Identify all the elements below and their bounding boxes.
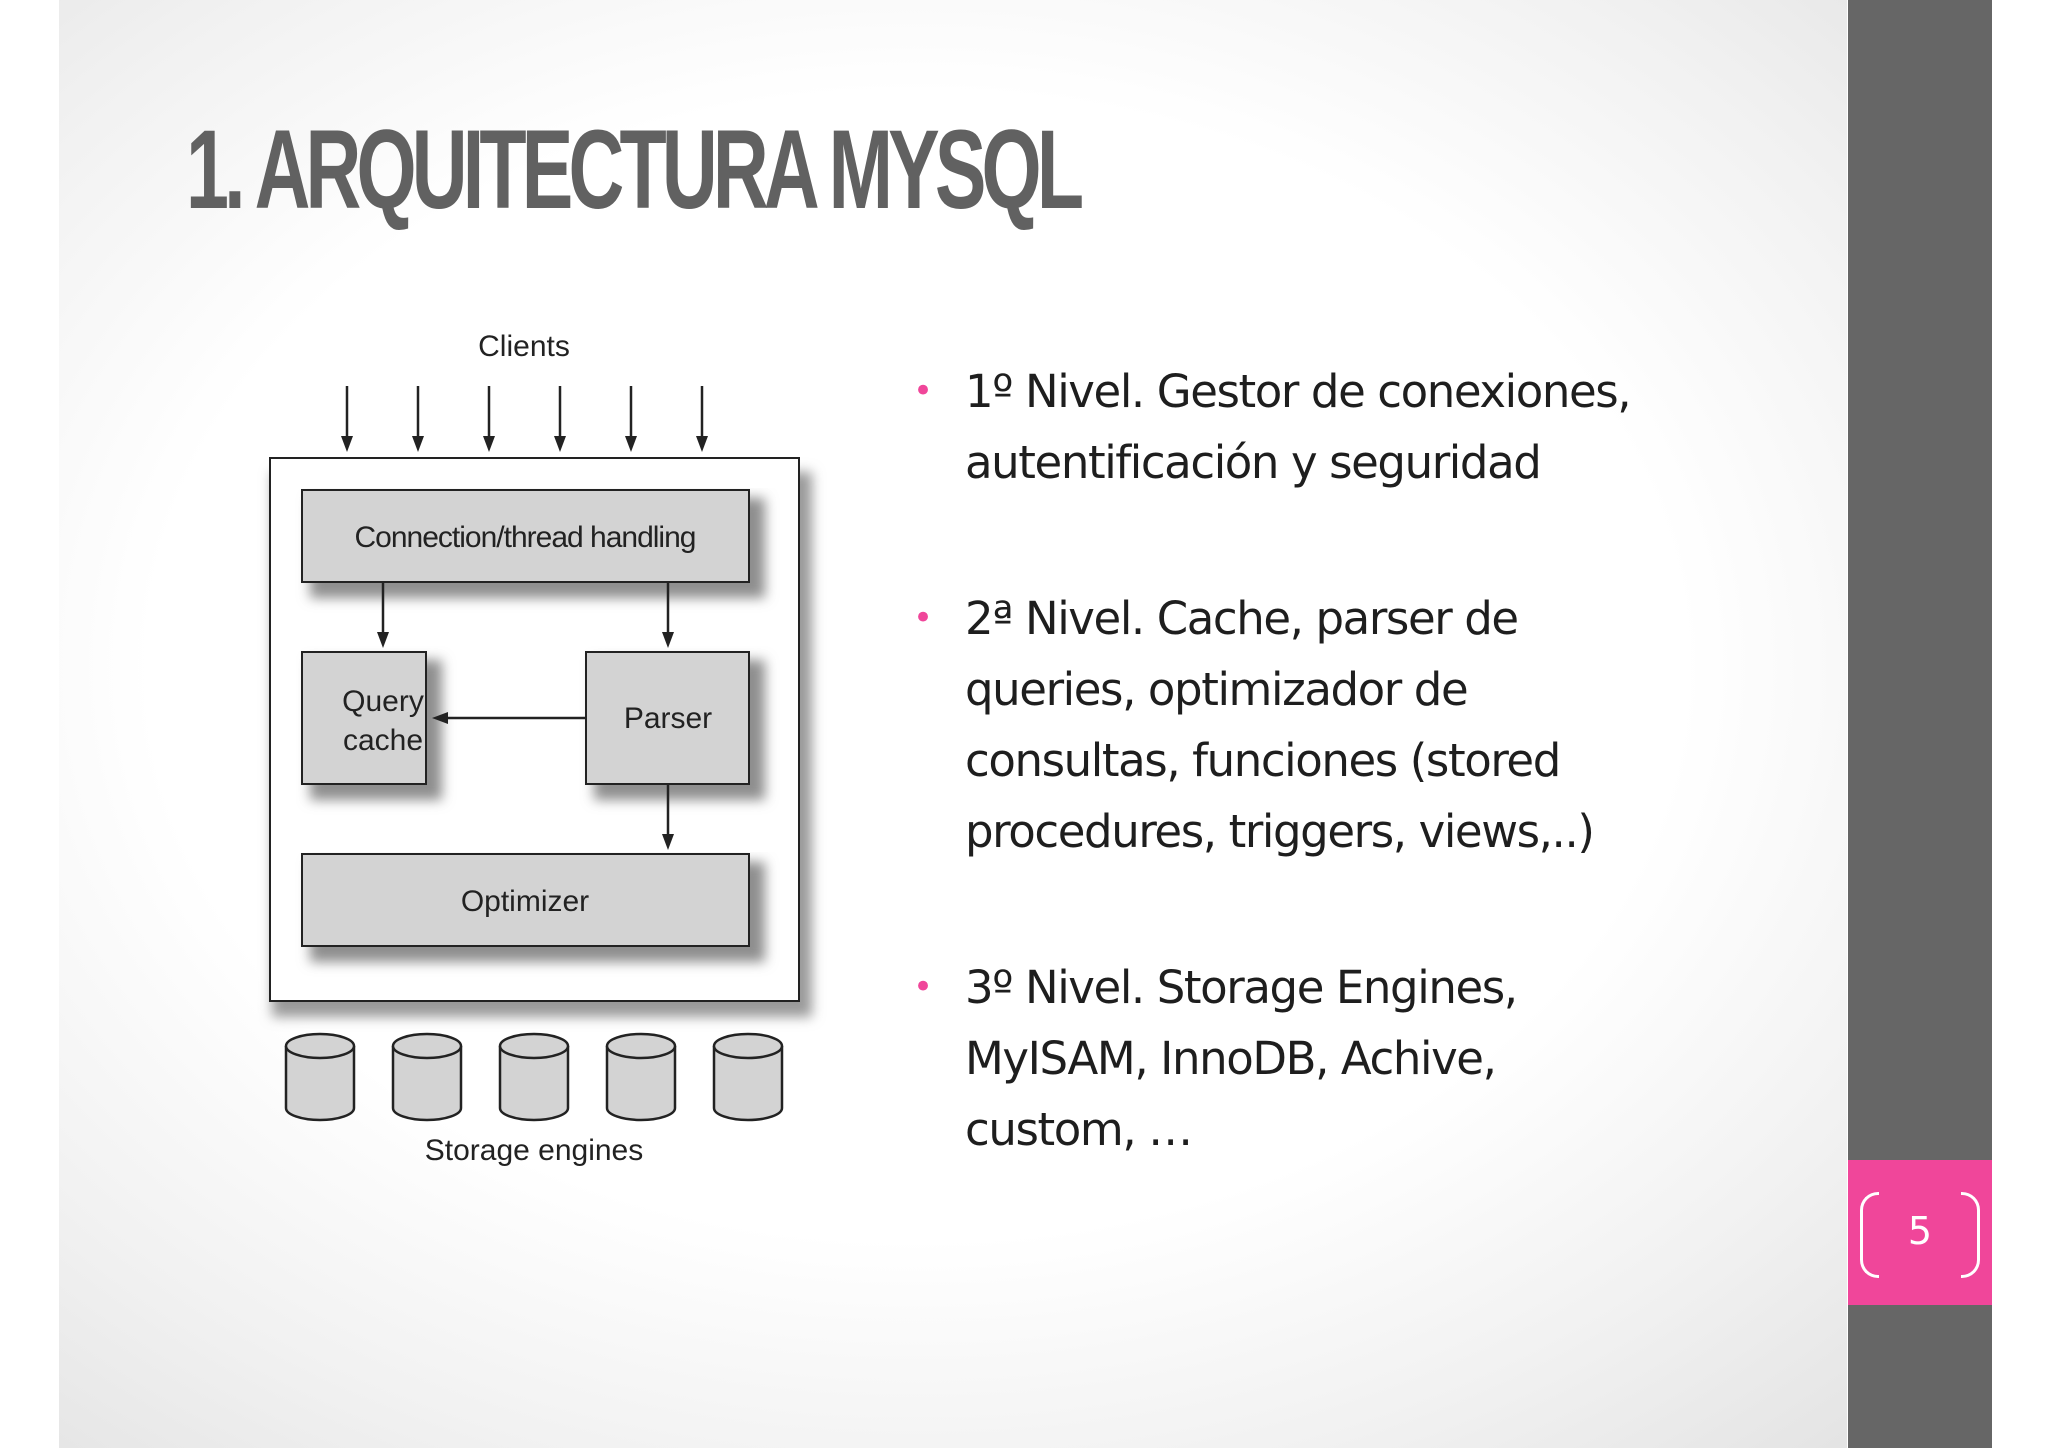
query-cache-label-line2: cache (343, 724, 423, 757)
query-cache-box (301, 651, 427, 785)
optimizer-box (301, 853, 750, 947)
database-icon (498, 1032, 570, 1122)
client-arrowhead (412, 436, 424, 452)
database-icon (605, 1032, 677, 1122)
client-arrowhead (341, 436, 353, 452)
page-number: 5 (1907, 1209, 1933, 1253)
bullet-text: 1º Nivel. Gestor de conexiones, autentif… (965, 365, 1632, 489)
bullet-icon: • (913, 967, 933, 1007)
client-arrowhead (554, 436, 566, 452)
parser-box (585, 651, 750, 785)
bullet-text: 2ª Nivel. Cache, parser de queries, opti… (965, 592, 1595, 858)
bullet-icon: • (913, 598, 933, 638)
bullet-list: • 1º Nivel. Gestor de conexiones, autent… (913, 356, 1813, 1165)
connection-label: Connection/thread handling (355, 521, 696, 554)
client-arrowhead (483, 436, 495, 452)
database-icon (284, 1032, 356, 1122)
bullet-item: • 2ª Nivel. Cache, parser de queries, op… (913, 583, 1813, 867)
clients-label: Clients (478, 330, 570, 363)
parser-to-cache-arrowhead (432, 712, 448, 724)
connection-box (301, 489, 750, 583)
bullet-icon: • (913, 371, 933, 411)
connection-to-cache-arrowhead (377, 632, 389, 648)
bullet-item: • 1º Nivel. Gestor de conexiones, autent… (913, 356, 1813, 498)
parser-to-optimizer-arrowhead (662, 834, 674, 850)
mysql-architecture-diagram: Clients Connection/thread handling Query… (269, 330, 812, 1167)
connection-to-parser-arrowhead (662, 632, 674, 648)
database-icon (391, 1032, 463, 1122)
client-arrows (345, 386, 704, 444)
parser-label: Parser (624, 702, 712, 735)
database-icon (712, 1032, 784, 1122)
client-arrowhead (625, 436, 637, 452)
slide-title: 1. Arquitectura MySQL (186, 107, 1084, 232)
storage-engines-label: Storage engines (425, 1134, 644, 1167)
bullet-text: 3º Nivel. Storage Engines, MyISAM, InnoD… (965, 961, 1518, 1156)
client-arrowhead (696, 436, 708, 452)
storage-engine-cylinders (284, 1032, 784, 1122)
page-number-tab: 5 (1848, 1160, 1992, 1305)
query-cache-label-line1: Query (342, 685, 424, 718)
bullet-item: • 3º Nivel. Storage Engines, MyISAM, Inn… (913, 952, 1813, 1165)
optimizer-label: Optimizer (461, 885, 589, 918)
